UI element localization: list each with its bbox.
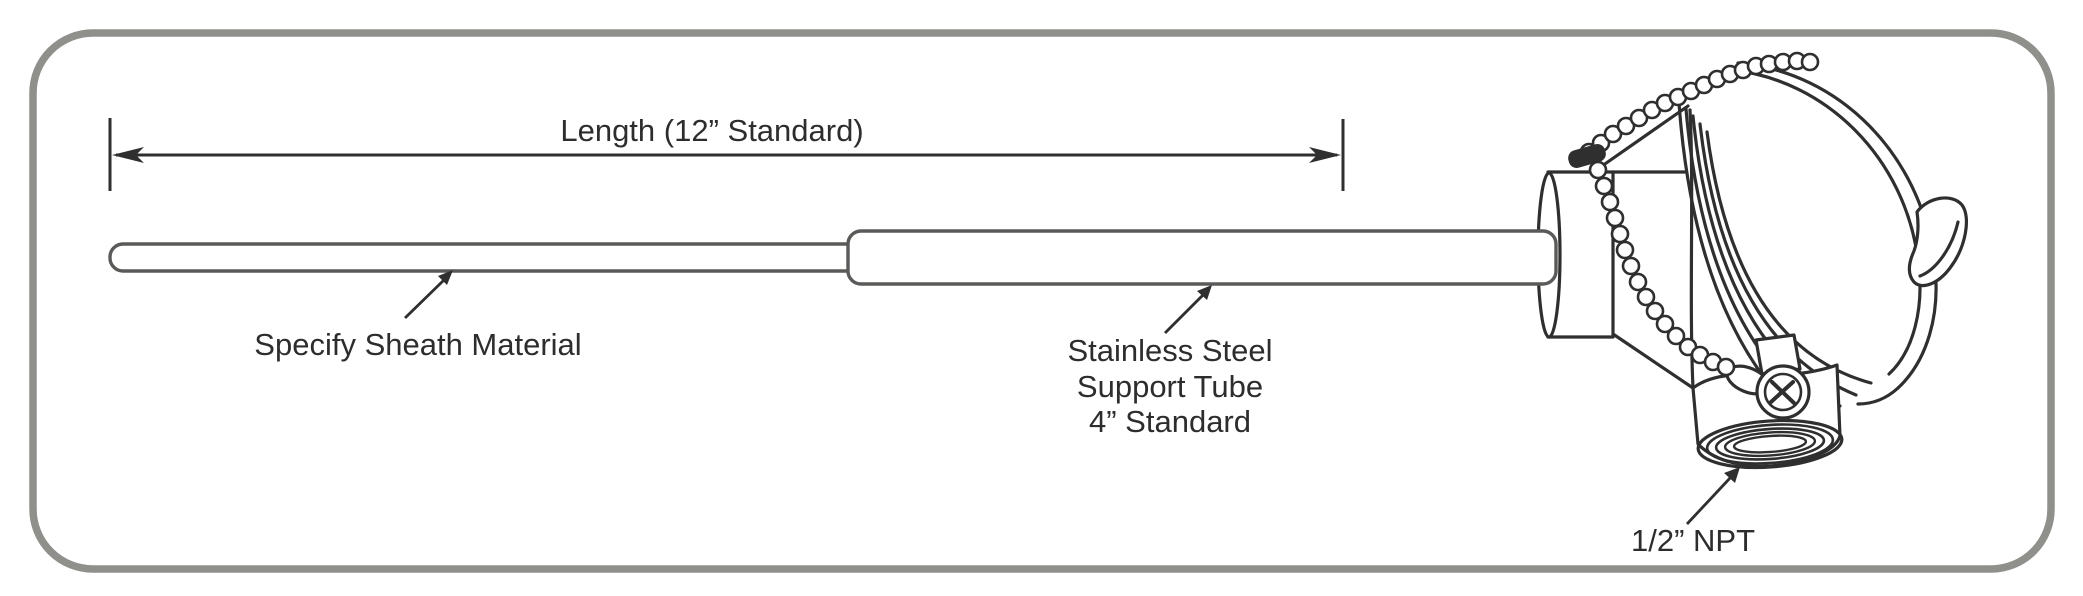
head-cap-inner-arc: [1730, 68, 1922, 376]
npt-label: 1/2” NPT: [1631, 523, 1755, 558]
sheath-leader-arrowhead: [438, 270, 453, 285]
frame-border: [29, 29, 2055, 573]
neck-bottom-diagonal: [1611, 332, 1695, 390]
tube-leader-arrowhead: [1197, 285, 1212, 300]
chain-strand-top: [1579, 51, 1820, 162]
tube-leader-line: [1164, 293, 1205, 334]
support-tube-label-line2: Support Tube: [1077, 369, 1263, 404]
dimension-arrowhead-right: [1309, 147, 1341, 163]
chain-anchor-spring: [1568, 144, 1606, 168]
connection-head: [1536, 61, 1969, 470]
cap-latch-tab: [1907, 196, 1969, 288]
support-tube-label-line1: Stainless Steel: [1067, 333, 1272, 368]
npt-threaded-opening: [1696, 418, 1844, 470]
screw-slot: [1769, 380, 1795, 404]
length-dimension-label: Length (12” Standard): [560, 113, 863, 148]
terminal-block: [1754, 333, 1802, 376]
support-tube-label-line3: 4” Standard: [1089, 404, 1251, 439]
bead-chain: [1568, 51, 1820, 377]
bushing-body: [1546, 170, 1615, 339]
npt-leader-arrowhead: [1724, 467, 1740, 483]
length-dimension: [108, 118, 1345, 191]
npt-leader-line: [1685, 476, 1733, 525]
labels: Length (12” Standard) Specify Sheath Mat…: [254, 113, 1755, 558]
dimension-arrowhead-left: [112, 147, 144, 163]
probe-sheath: [108, 242, 862, 273]
neck-top-diagonal: [1600, 104, 1690, 168]
chain-strand-drape: [1588, 160, 1736, 377]
screw-head-icon: [1763, 372, 1803, 412]
sheath-leader-line: [404, 277, 446, 320]
support-tube: [846, 229, 1558, 286]
sheath-label: Specify Sheath Material: [254, 327, 581, 362]
probe-group: [108, 229, 1558, 286]
leader-arrows: [404, 270, 1740, 525]
head-cap-bottom-join: [1856, 386, 1900, 406]
cap-latch-tab-inner-line: [1918, 220, 1960, 278]
